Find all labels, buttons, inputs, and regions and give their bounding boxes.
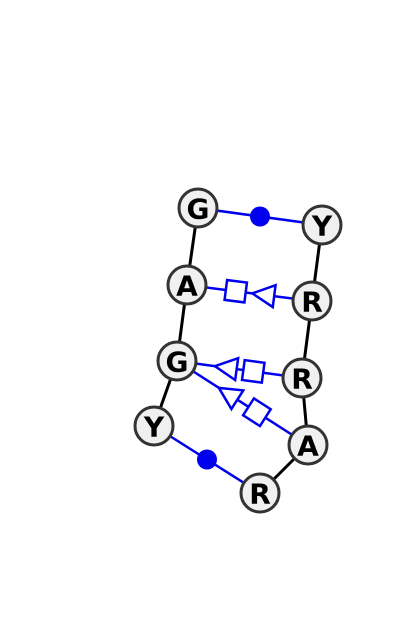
base-pair <box>186 278 313 310</box>
nucleotide-label: Y <box>143 411 165 444</box>
nucleotide-circle <box>177 187 219 229</box>
pair-triangle-symbol <box>212 356 240 383</box>
nucleotide-label: R <box>301 286 323 319</box>
nucleotide-label: R <box>249 478 271 511</box>
nucleotide-node: A <box>287 424 329 466</box>
nucleotide-circle <box>239 472 281 514</box>
nucleotide-node: R <box>291 280 333 322</box>
nucleotide-label: A <box>297 430 319 463</box>
pair-square-symbol <box>240 358 266 385</box>
nucleotide-node: G <box>177 187 219 229</box>
pair-filled-circle-symbol <box>197 449 217 470</box>
nucleotide-circle <box>287 424 329 466</box>
nucleotide-circle <box>156 340 198 382</box>
nucleotide-label: G <box>187 193 210 226</box>
pair-triangle-symbol <box>216 386 246 412</box>
nucleotide-node: R <box>239 472 281 514</box>
nucleotide-label: Y <box>311 210 333 243</box>
pair-square-symbol <box>241 396 273 428</box>
nucleotide-circle <box>133 405 175 447</box>
nucleotide-circle <box>301 204 343 246</box>
pair-square-symbol <box>223 278 249 304</box>
nucleotide-node: R <box>281 357 323 399</box>
nucleotide-label: R <box>291 363 313 396</box>
nucleotide-circle <box>281 357 323 399</box>
nucleotide-circle <box>291 280 333 322</box>
nucleotide-label: A <box>176 270 198 303</box>
nucleotide-circle <box>166 264 208 306</box>
pair-triangle-symbol <box>249 283 278 310</box>
base-pair-line <box>176 359 309 447</box>
nucleotide-node: A <box>166 264 208 306</box>
base-pair-layer <box>153 206 323 495</box>
nucleotide-node: Y <box>133 405 175 447</box>
base-pair <box>153 424 261 495</box>
base-pair-line <box>176 359 303 380</box>
pair-filled-circle-symbol <box>250 206 270 227</box>
base-pair <box>176 356 303 385</box>
nucleotide-label: G <box>166 346 189 379</box>
base-pair <box>176 359 309 447</box>
nucleotide-node: G <box>156 340 198 382</box>
base-pair <box>197 206 323 227</box>
nucleotide-node: Y <box>301 204 343 246</box>
base-pair-line <box>186 283 313 303</box>
